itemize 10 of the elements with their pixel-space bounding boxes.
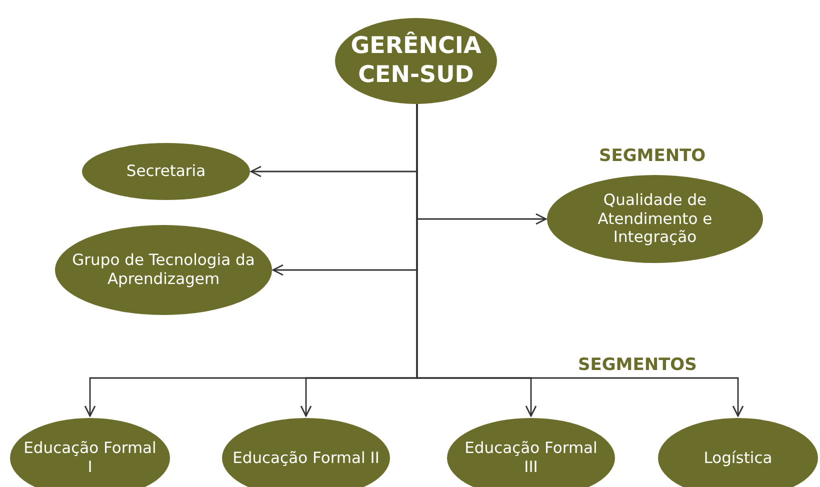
node-label: Educação Formal III — [464, 439, 598, 477]
segment-heading: SEGMENTOS — [578, 355, 697, 375]
segment-heading: SEGMENTO — [599, 146, 706, 166]
node-label: Grupo de Tecnologia da Aprendizagem — [71, 251, 256, 289]
node-label: Qualidade de Atendimento e Integração — [596, 191, 714, 247]
node-label: Educação Formal I — [22, 439, 158, 477]
node-label: GERÊNCIA CEN-SUD — [350, 32, 482, 90]
node-label: Logística — [702, 448, 774, 468]
node-label: Secretaria — [125, 162, 207, 181]
node-label: Educação Formal II — [232, 448, 380, 468]
